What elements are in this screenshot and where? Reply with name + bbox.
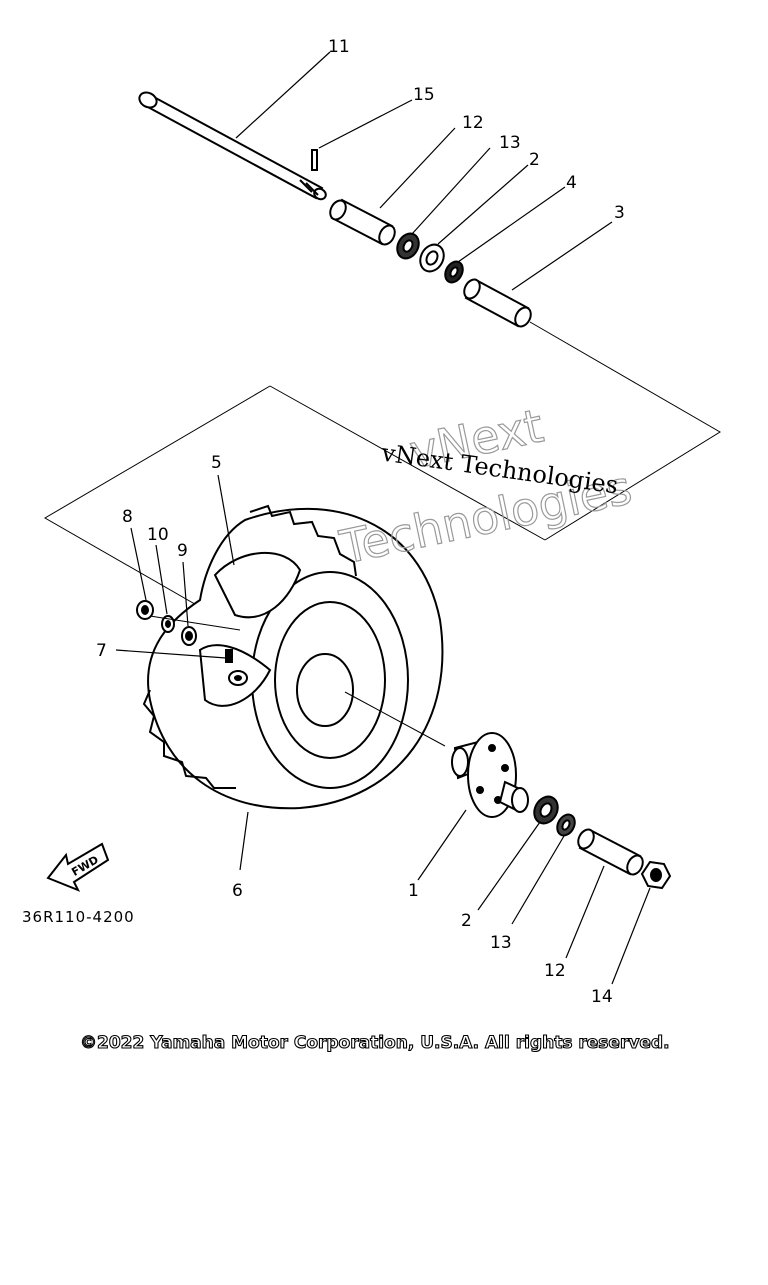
callout-2-bottom: 2 bbox=[461, 911, 472, 931]
callout-12: 12 bbox=[462, 113, 484, 133]
callout-5: 5 bbox=[211, 453, 222, 473]
spacer-top bbox=[329, 198, 396, 246]
assembly-guide-lines bbox=[44, 321, 721, 631]
callout-2: 2 bbox=[529, 150, 540, 170]
callout-6: 6 bbox=[232, 881, 243, 901]
hub-nut-and-washers bbox=[136, 600, 197, 646]
callout-labels: 11 15 12 13 2 4 3 5 8 10 9 7 6 1 2 13 12… bbox=[96, 37, 625, 1007]
oil-seal-bottom bbox=[556, 813, 576, 837]
callout-11: 11 bbox=[328, 37, 350, 57]
forward-arrow-icon: FWD bbox=[46, 842, 110, 892]
callout-13-bottom: 13 bbox=[490, 933, 512, 953]
diagram-code: 36R110-4200 bbox=[22, 908, 135, 926]
callout-13: 13 bbox=[499, 133, 521, 153]
callout-1: 1 bbox=[408, 881, 419, 901]
oil-seal-top bbox=[396, 232, 420, 260]
cotter-pin bbox=[311, 149, 318, 171]
callout-15: 15 bbox=[413, 85, 435, 105]
callout-14: 14 bbox=[591, 987, 613, 1007]
bearing-bottom bbox=[533, 795, 559, 825]
callout-10: 10 bbox=[147, 525, 169, 545]
axle bbox=[138, 91, 327, 201]
wheel-hub bbox=[451, 732, 529, 818]
bearing-top bbox=[419, 243, 445, 273]
air-valve bbox=[225, 649, 233, 663]
callout-9: 9 bbox=[177, 541, 188, 561]
callout-3: 3 bbox=[614, 203, 625, 223]
callout-7: 7 bbox=[96, 641, 107, 661]
spacer-bottom bbox=[577, 828, 644, 876]
washer bbox=[444, 260, 464, 284]
callout-8: 8 bbox=[122, 507, 133, 527]
callout-12-bottom: 12 bbox=[544, 961, 566, 981]
watermark: vNext Technologies vNext Technologies bbox=[334, 398, 636, 575]
callout-4: 4 bbox=[566, 173, 577, 193]
spacer-long bbox=[463, 278, 532, 328]
axle-nut bbox=[640, 860, 672, 890]
copyright-notice: ©2022 Yamaha Motor Corporation, U.S.A. A… bbox=[79, 1032, 670, 1053]
wheel-assembly bbox=[142, 504, 444, 810]
